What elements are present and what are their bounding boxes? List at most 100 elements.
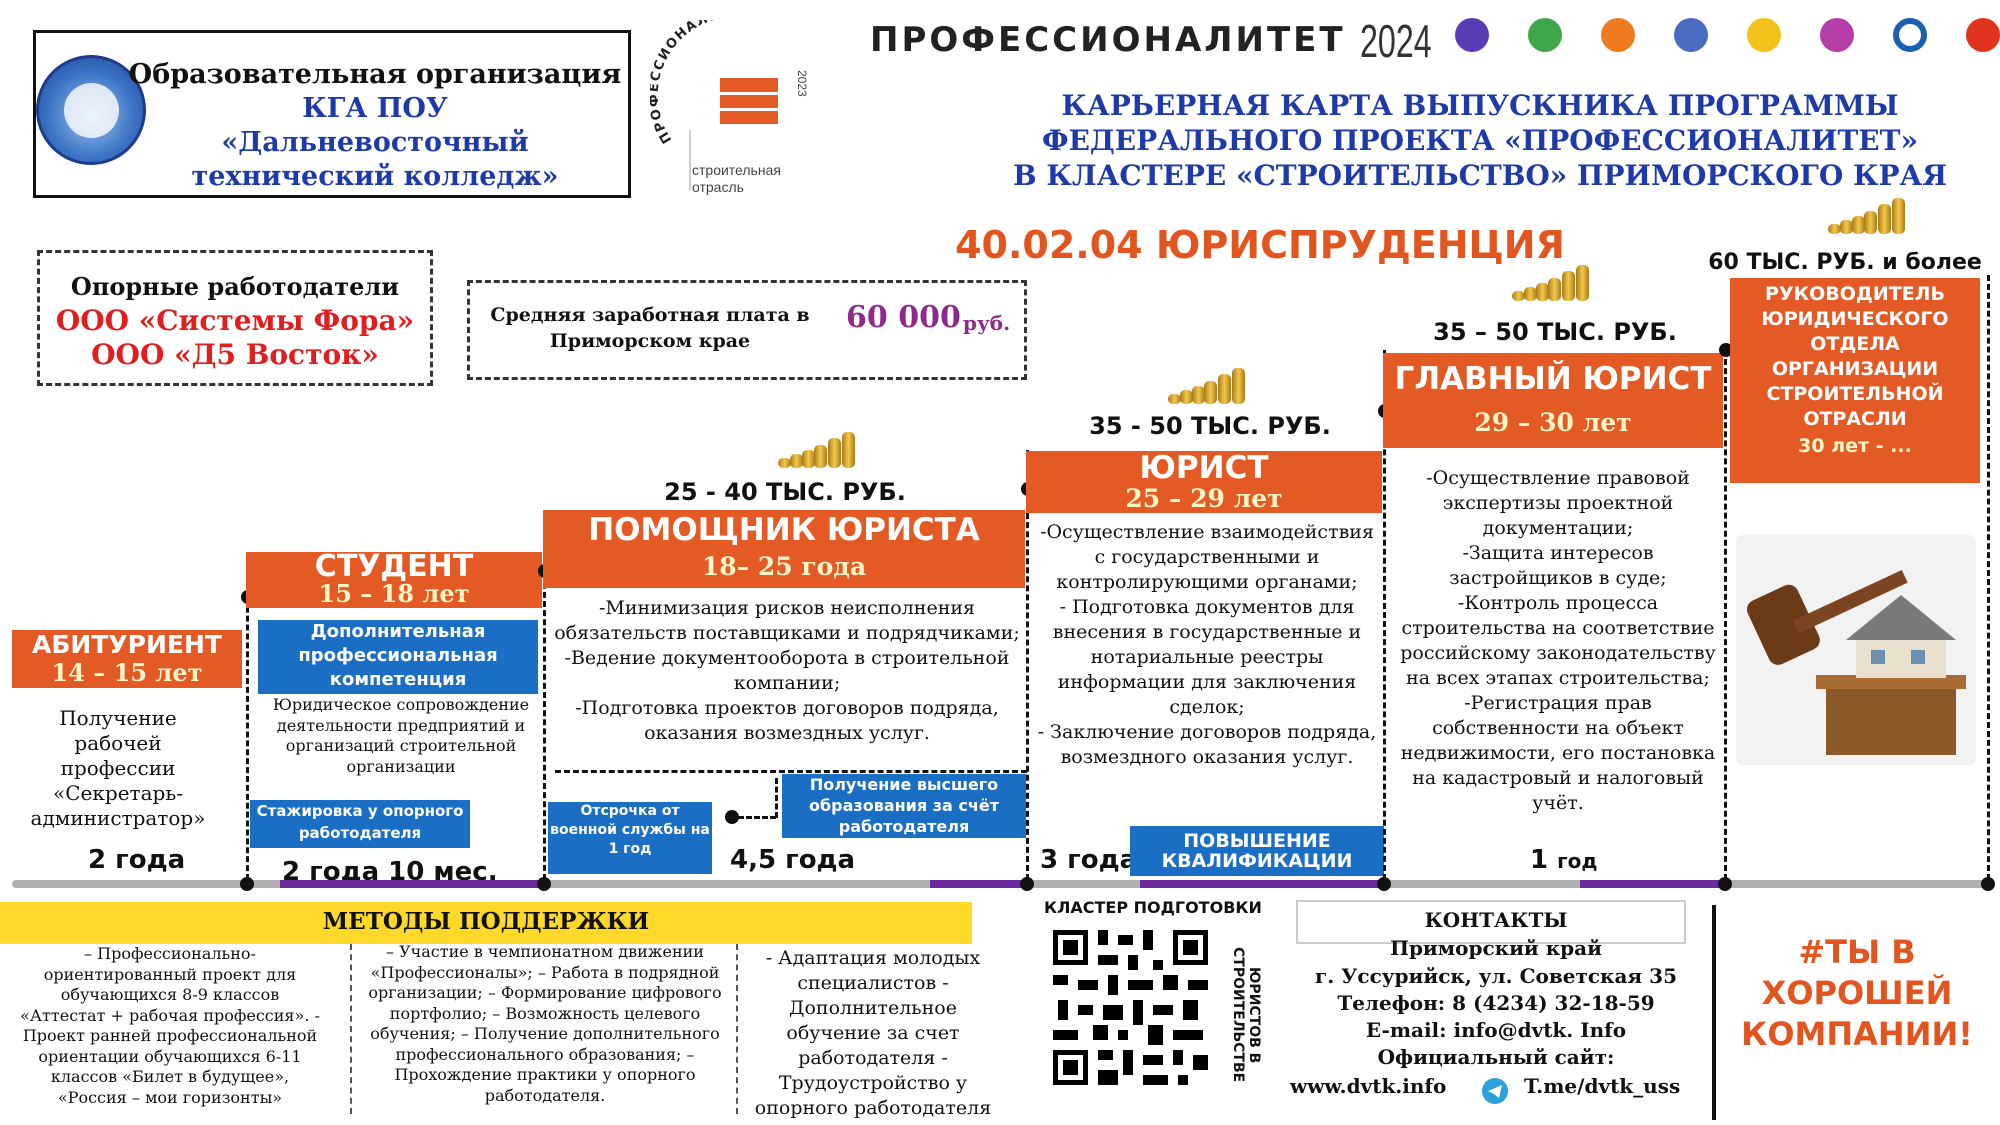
org-box xyxy=(33,30,631,198)
assistant-branch-line xyxy=(775,778,778,818)
methods-bar xyxy=(0,902,972,944)
timeline-dot xyxy=(1020,877,1034,891)
stage-chief-desc: -Осуществление правовой экспертизы проек… xyxy=(1396,466,1720,816)
stage-student-header: СТУДЕНТ 15 – 18 лет xyxy=(246,552,542,608)
timeline-dot xyxy=(1719,343,1733,357)
contacts-phone[interactable]: Телефон: 8 (4234) 32-18-59 xyxy=(1337,991,1655,1015)
coins-icon xyxy=(778,432,858,468)
pro-logo-sub-2: отрасль xyxy=(692,179,744,195)
coins-icon xyxy=(1168,368,1248,404)
employers-title: Опорные работодатели xyxy=(70,272,400,301)
stage-chief-age: 29 – 30 лет xyxy=(1474,408,1632,437)
brand-program-icon xyxy=(1966,18,2000,52)
avg-salary-value: 60 000 xyxy=(846,300,961,335)
stage-chief-name: ГЛАВНЫЙ ЮРИСТ xyxy=(1394,361,1712,397)
contacts-title: КОНТАКТЫ xyxy=(1424,908,1568,932)
stage-assistant-line xyxy=(543,510,546,880)
bricks-icon xyxy=(720,78,778,124)
gavel-house-image xyxy=(1736,535,1976,765)
stage-head-line xyxy=(1724,350,1727,880)
career-map-title: КАРЬЕРНАЯ КАРТА ВЫПУСКНИКА ПРОГРАММЫ ФЕД… xyxy=(990,88,1970,193)
employer-1: ООО «Системы Фора» xyxy=(55,304,415,337)
timeline-dot xyxy=(537,877,551,891)
org-line-2: КГА ПОУ xyxy=(302,93,448,124)
assistant-divider xyxy=(555,770,1027,773)
chief-duty-3: -Контроль процесса строительства на соот… xyxy=(1400,592,1716,689)
stage-lawyer-desc: -Осуществление взаимодействия с государс… xyxy=(1034,520,1380,770)
timeline-segment xyxy=(1140,880,1380,888)
chief-duty-4: -Регистрация прав собственности на объек… xyxy=(1400,692,1716,814)
stage-lawyer-line xyxy=(1026,450,1029,880)
pro-logo-year: 2023 xyxy=(795,70,809,97)
stage-student-age: 15 – 18 лет xyxy=(318,579,470,608)
contacts-site-link[interactable]: www.dvtk.info xyxy=(1290,1074,1447,1098)
brand-program-icon xyxy=(1747,18,1781,52)
stage-assistant-header: ПОМОЩНИК ЮРИСТА 18– 25 года xyxy=(543,510,1025,588)
assistant-duty-3: -Подготовка проектов договоров подряда, … xyxy=(575,697,999,744)
avg-salary-label: Средняя заработная плата в Приморском кр… xyxy=(490,304,810,352)
higher-edu-box: Получение высшего образования за счёт ра… xyxy=(782,774,1026,838)
timeline-dot xyxy=(725,810,739,824)
timeline-segment xyxy=(280,880,540,888)
avg-salary-unit: руб. xyxy=(963,311,1011,335)
stage-lawyer-header: ЮРИСТ 25 – 29 лет xyxy=(1026,451,1382,513)
chief-duration-unit: год xyxy=(1557,849,1598,873)
brand-program-icon xyxy=(1528,18,1562,52)
stage-assistant-duration: 4,5 года xyxy=(730,845,856,875)
stage-lawyer-name: ЮРИСТ xyxy=(1139,450,1269,486)
contacts-region: Приморский край xyxy=(1390,936,1602,960)
stage-chief-duration: 1 год xyxy=(1530,845,1598,875)
timeline-dot xyxy=(240,877,254,891)
contacts-telegram-link[interactable]: T.me/dvtk_uss xyxy=(1524,1074,1681,1098)
telegram-icon[interactable] xyxy=(1482,1078,1508,1104)
stage-student-name: СТУДЕНТ xyxy=(314,549,474,584)
brand-program-icon xyxy=(1893,18,1927,52)
methods-col-2: – Участие в чемпионатном движении «Профе… xyxy=(368,942,722,1105)
pro-logo-sub-1: строительная xyxy=(692,162,781,178)
methods-title: МЕТОДЫ ПОДДЕРЖКИ xyxy=(322,908,650,935)
slogan-separator xyxy=(1712,905,1716,1120)
specialty-title: 40.02.04 ЮРИСПРУДЕНЦИЯ xyxy=(955,223,1565,267)
stage-assistant-desc: -Минимизация рисков неисполнения обязате… xyxy=(552,596,1022,746)
timeline-dot xyxy=(1981,877,1995,891)
stage-applicant-duration: 2 года xyxy=(88,845,186,875)
stage-head-header: РУКОВОДИТЕЛЬ ЮРИДИЧЕСКОГО ОТДЕЛА ОРГАНИЗ… xyxy=(1730,278,1980,483)
stage-applicant-desc: Получение рабочей профессии «Секретарь-а… xyxy=(30,706,206,830)
timeline-segment xyxy=(1580,880,1720,888)
qualification-box: ПОВЫШЕНИЕ КВАЛИФИКАЦИИ xyxy=(1130,826,1384,876)
qr-code-icon[interactable] xyxy=(1048,925,1213,1090)
stage-head-age: 30 лет - ... xyxy=(1798,435,1912,457)
career-title-line-3: В КЛАСТЕРЕ «СТРОИТЕЛЬСТВО» ПРИМОРСКОГО К… xyxy=(1012,159,1948,192)
stage-assistant-age: 18– 25 года xyxy=(701,552,867,581)
assistant-duty-2: -Ведение документооборота в строительной… xyxy=(564,647,1010,694)
stage-applicant-name: АБИТУРИЕНТ xyxy=(32,630,222,659)
contacts-address: г. Уссурийск, ул. Советская 35 xyxy=(1314,964,1678,988)
methods-separator xyxy=(736,944,738,1114)
brand-program-icon xyxy=(1601,18,1635,52)
contacts-title-box xyxy=(1296,900,1686,944)
methods-col-1: – Профессионально-ориентированный проект… xyxy=(20,944,320,1107)
chief-duration-num: 1 xyxy=(1530,845,1549,875)
methods-separator xyxy=(350,944,352,1114)
lawyer-duty-1: -Осуществление взаимодействия с государс… xyxy=(1040,521,1374,593)
college-logo-icon xyxy=(36,55,146,165)
career-title-line-2: ФЕДЕРАЛЬНОГО ПРОЕКТА «ПРОФЕССИОНАЛИТЕТ» xyxy=(1042,124,1918,157)
assistant-duty-1: -Минимизация рисков неисполнения обязате… xyxy=(554,597,1020,644)
stage-assistant-name: ПОМОЩНИК ЮРИСТА xyxy=(588,512,980,548)
avg-salary-box xyxy=(467,280,1027,380)
competence-box: Дополнительная профессиональная компетен… xyxy=(258,620,538,694)
coins-icon xyxy=(1512,265,1592,301)
stage-student-desc: Юридическое сопровождение деятельности п… xyxy=(272,695,530,776)
internship-box: Стажировка у опорного работодателя xyxy=(250,800,470,848)
contacts-email[interactable]: E-mail: info@dvtk. Info xyxy=(1365,1018,1627,1042)
chief-duty-2: -Защита интересов застройщиков в суде; xyxy=(1449,542,1667,589)
deferral-box: Отсрочка от военной службы на 1 год xyxy=(548,802,712,874)
stage-lawyer-age: 25 – 29 лет xyxy=(1125,484,1283,513)
assistant-branch-h xyxy=(730,816,776,819)
timeline-dot xyxy=(1377,877,1391,891)
timeline-segment xyxy=(930,880,1026,888)
brand-year: 2024 xyxy=(1360,15,1432,67)
stage-lawyer-salary: 35 - 50 ТЫС. РУБ. xyxy=(1089,412,1331,440)
lawyer-duty-2: - Подготовка документов для внесения в г… xyxy=(1052,596,1362,718)
stage-lawyer-duration: 3 года xyxy=(1040,845,1138,875)
